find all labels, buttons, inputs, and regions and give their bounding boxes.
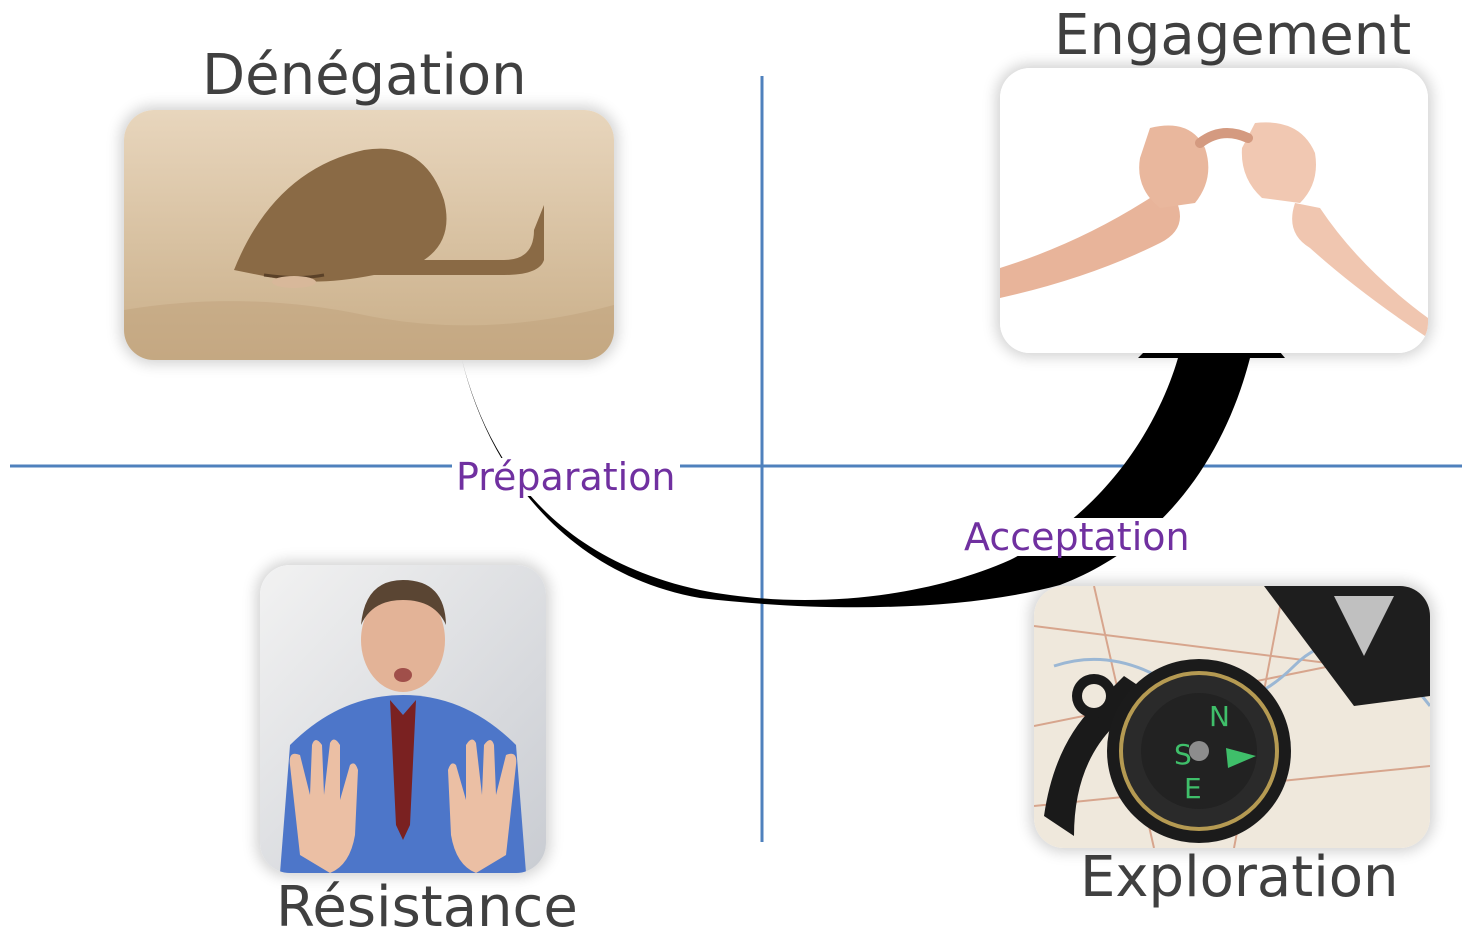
man-raising-hands-photo xyxy=(260,565,546,873)
quadrant-title-engagement: Engagement xyxy=(1054,3,1412,68)
quadrant-title-resistance: Résistance xyxy=(276,875,578,940)
svg-text:S: S xyxy=(1174,738,1192,771)
svg-text:E: E xyxy=(1184,772,1202,805)
pinky-promise-photo xyxy=(1000,68,1428,353)
svg-text:N: N xyxy=(1209,700,1230,733)
quadrant-title-denegation: Dénégation xyxy=(202,43,527,108)
quadrant-title-exploration: Exploration xyxy=(1080,845,1399,910)
compass-on-map-photo: S N E xyxy=(1034,586,1430,848)
head-in-sand-photo xyxy=(124,110,614,360)
transition-label-preparation: Préparation xyxy=(452,458,680,496)
transition-label-acceptation: Acceptation xyxy=(960,518,1194,556)
